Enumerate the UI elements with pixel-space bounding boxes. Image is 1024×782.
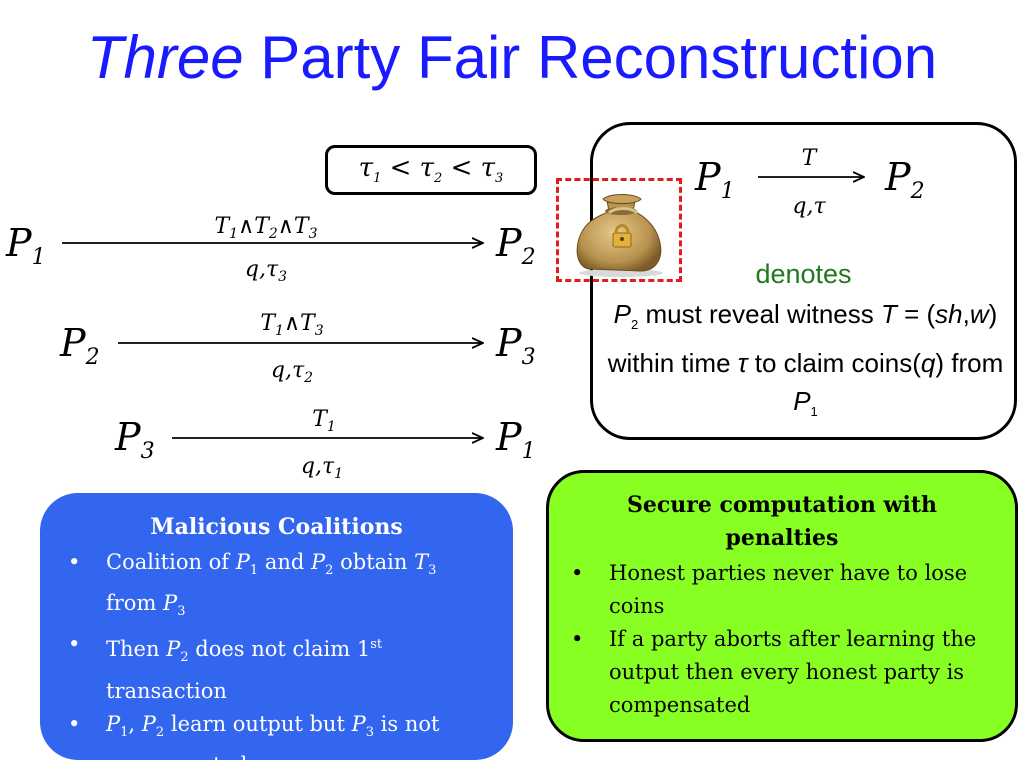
penalties-list: • Honest parties never have to lose coins… <box>569 557 995 722</box>
row1-from: P1 <box>5 221 46 270</box>
row1-below: q,τ3 <box>245 257 287 285</box>
title-italic: Three <box>86 24 244 91</box>
row1-above: T1∧T2∧T3 <box>214 214 317 242</box>
transfer-row-2: P2 T1∧T3 q,τ2 P3 <box>59 311 536 386</box>
row3-above: T1 <box>312 407 336 435</box>
legend-below: q,τ <box>792 194 826 219</box>
bullet-icon: • <box>571 627 584 651</box>
row3-to: P1 <box>495 415 536 464</box>
slide-title: Three Party Fair Reconstruction <box>0 28 1024 88</box>
transfer-row-1: P1 T1∧T2∧T3 q,τ3 P2 <box>5 214 536 285</box>
row2-from: P2 <box>59 321 100 370</box>
list-item: • Honest parties never have to lose coins <box>569 557 995 623</box>
list-item: •Then P2 does not claim 1st transaction <box>66 628 487 707</box>
title-rest: Party Fair Reconstruction <box>260 24 938 91</box>
malicious-list: •Coalition of P1 and P2 obtain T3 from P… <box>66 546 487 782</box>
money-bag-with-lock-icon <box>576 194 663 277</box>
transfer-row-3: P3 T1 q,τ1 P1 <box>114 407 536 482</box>
money-bag-icon-frame <box>556 178 682 282</box>
row2-to: P3 <box>495 321 536 370</box>
legend-arrow-diagram: P1 T q,τ P2 <box>694 146 925 219</box>
legend-above: T <box>802 146 819 171</box>
malicious-coalitions-box: Malicious Coalitions •Coalition of P1 an… <box>40 493 513 777</box>
penalties-box: Secure computation with penalties • Hones… <box>546 470 1018 742</box>
ordering-text: τ1 < τ2 < τ3 <box>358 153 504 187</box>
row2-below: q,τ2 <box>271 358 313 386</box>
bullet-icon: • <box>68 550 81 574</box>
list-item: •P1, P2 learn output but P3 is not compe… <box>66 708 487 782</box>
bullet-icon: • <box>68 632 81 657</box>
legend-denotes: denotes <box>755 259 852 289</box>
bullet-icon: • <box>571 561 584 585</box>
penalties-item-1: Honest parties never have to lose coins <box>609 561 968 618</box>
malicious-heading: Malicious Coalitions <box>150 514 403 540</box>
penalties-item-2: If a party aborts after learning the out… <box>609 627 977 717</box>
row1-to: P2 <box>495 221 536 270</box>
row3-from: P3 <box>114 415 155 464</box>
list-item: •Coalition of P1 and P2 obtain T3 from P… <box>66 546 487 628</box>
row2-above: T1∧T3 <box>260 311 323 339</box>
legend-from: P1 <box>694 155 735 204</box>
list-item: • If a party aborts after learning the ou… <box>569 623 995 722</box>
bullet-icon: • <box>68 711 81 736</box>
legend-description: P2 must reveal witness T = (sh,w) within… <box>607 299 1004 420</box>
penalties-heading: Secure computation with penalties <box>627 492 937 551</box>
row3-below: q,τ1 <box>301 454 343 482</box>
legend-to: P2 <box>884 155 925 204</box>
ordering-box: τ1 < τ2 < τ3 <box>325 145 537 195</box>
